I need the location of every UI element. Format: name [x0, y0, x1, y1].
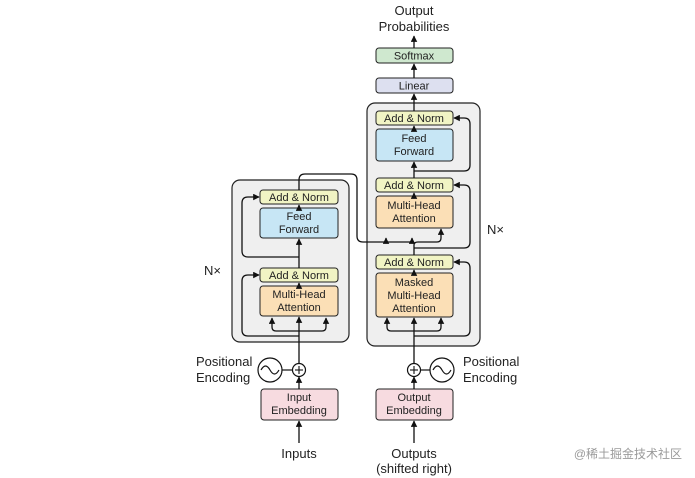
input-embedding-line1: Input [287, 392, 311, 404]
encoder-mha-line1: Multi-Head [272, 289, 325, 301]
output-probabilities-line1: Output [394, 3, 433, 18]
encoder-add-norm-top-label: Add & Norm [269, 192, 329, 204]
encoder-nx-label: N× [204, 263, 221, 278]
watermark: @稀土掘金技术社区 [574, 446, 682, 461]
encoder-arrows [241, 173, 416, 376]
decoder-add-norm-3-label: Add & Norm [384, 257, 444, 269]
encoder-ff-line2: Forward [279, 224, 319, 236]
outputs-label-line2: (shifted right) [376, 461, 452, 476]
embedding-arrows [295, 376, 418, 443]
input-embedding-line2: Embedding [271, 405, 327, 417]
add-right-icon [406, 362, 422, 378]
decoder-arrows [383, 35, 471, 376]
decoder-masked-line2: Multi-Head [387, 290, 440, 302]
decoder-add-norm-2-label: Add & Norm [384, 180, 444, 192]
encoder-mha-line2: Attention [277, 302, 320, 314]
positional-left-line1: Positional [196, 354, 252, 369]
decoder-nx-label: N× [487, 222, 504, 237]
decoder-mha-line1: Multi-Head [387, 200, 440, 212]
output-embedding-line1: Output [397, 392, 430, 404]
decoder-add-norm-1-label: Add & Norm [384, 113, 444, 125]
positional-right-line2: Encoding [463, 370, 517, 385]
output-embedding-line2: Embedding [386, 405, 442, 417]
decoder-ff-line2: Forward [394, 146, 434, 158]
positional-right-line1: Positional [463, 354, 519, 369]
encoder-add-norm-bottom-label: Add & Norm [269, 270, 329, 282]
decoder-masked-line1: Masked [395, 277, 434, 289]
outputs-label-line1: Outputs [391, 446, 437, 461]
positional-encoding-left-icon [257, 357, 283, 383]
positional-left-line2: Encoding [196, 370, 250, 385]
decoder-ff-line1: Feed [401, 133, 426, 145]
encoder-ff-line1: Feed [286, 211, 311, 223]
positional-encoding-right-icon [429, 357, 455, 383]
decoder-mha-line2: Attention [392, 213, 435, 225]
decoder-masked-line3: Attention [392, 303, 435, 315]
softmax-label: Softmax [394, 51, 435, 63]
add-left-icon [291, 362, 307, 378]
inputs-label: Inputs [281, 446, 317, 461]
linear-label: Linear [399, 81, 430, 93]
output-probabilities-line2: Probabilities [379, 19, 450, 34]
